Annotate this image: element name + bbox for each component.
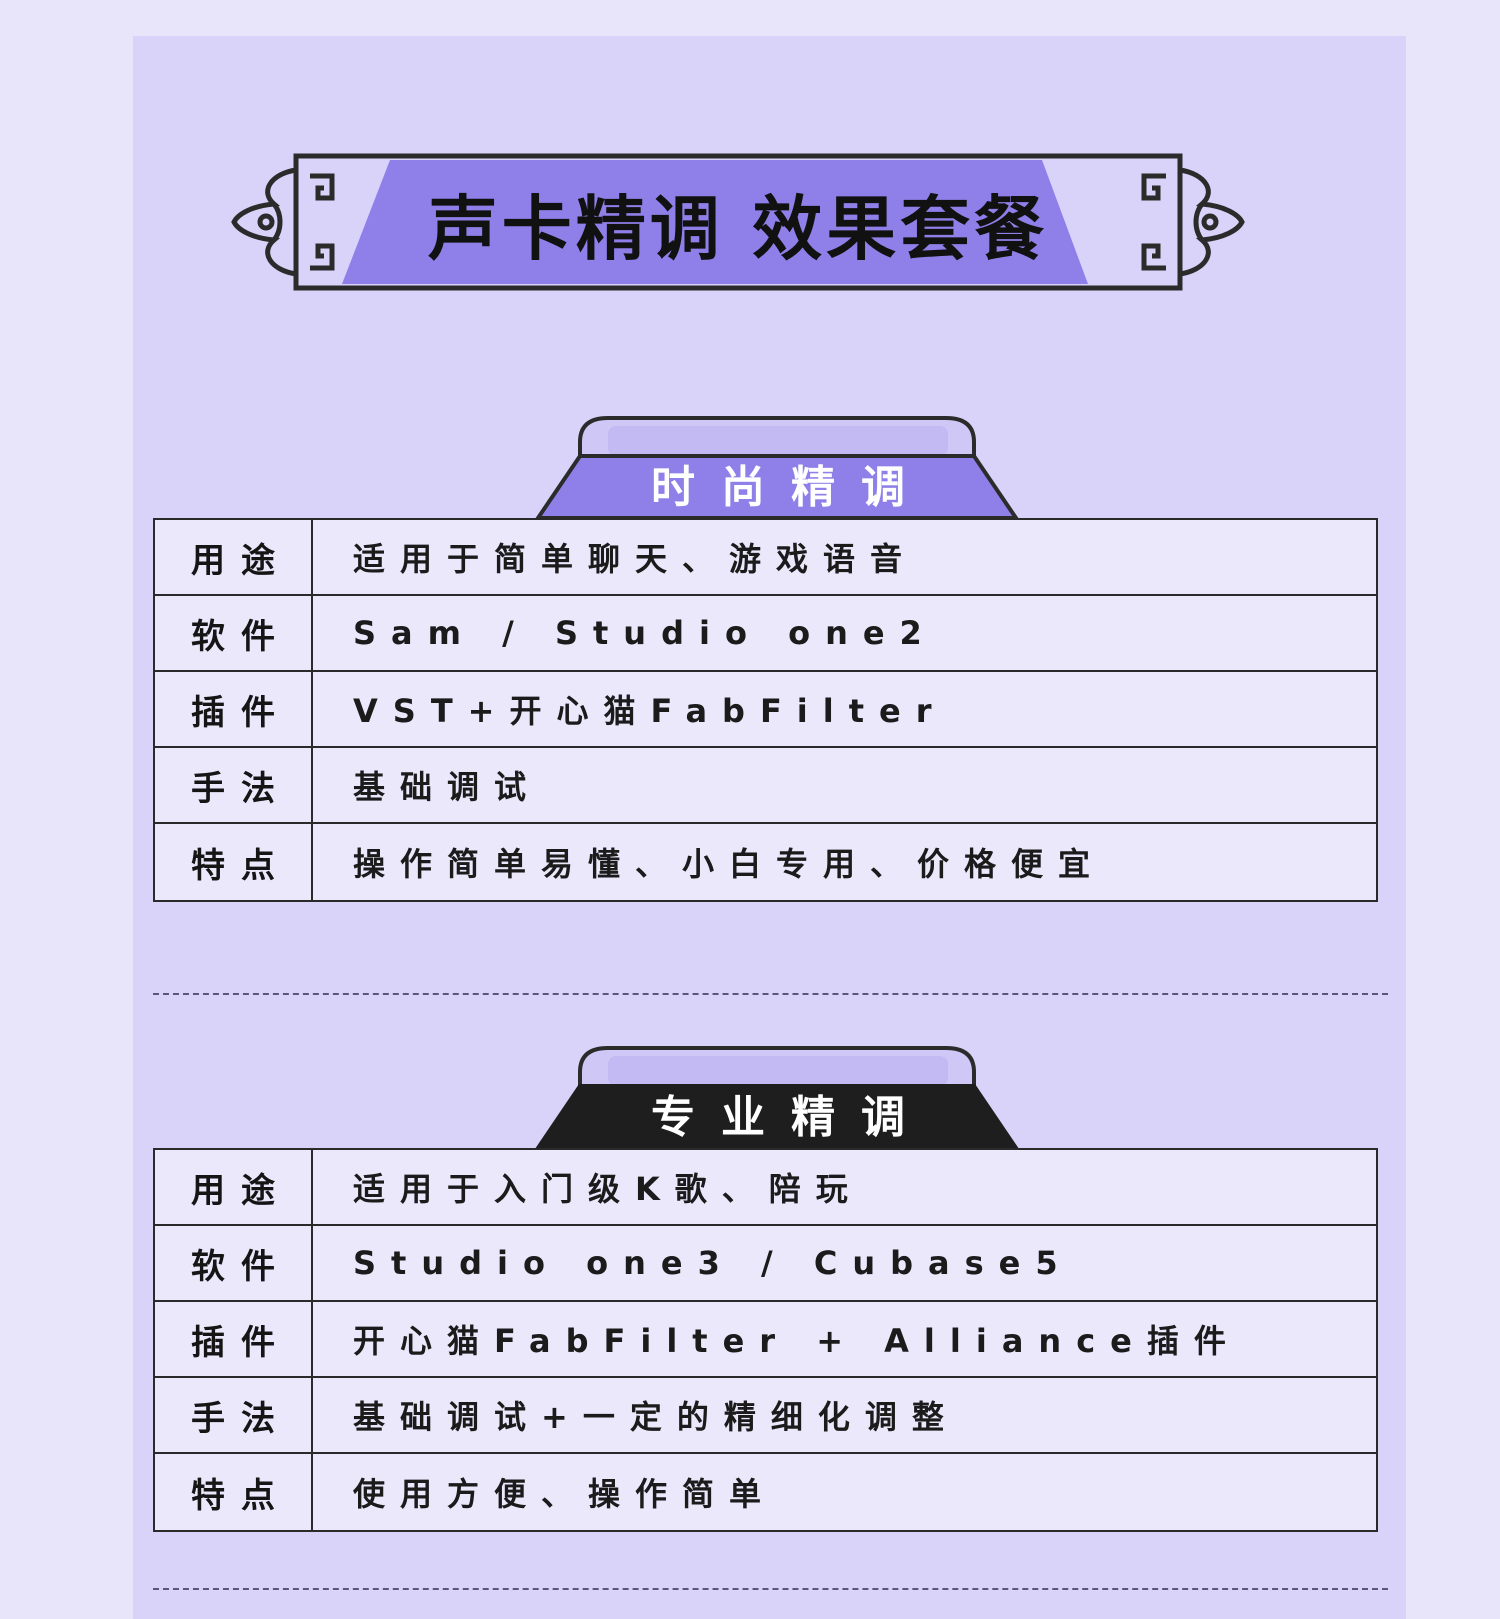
section-tab-label: 时尚精调 [651, 462, 931, 513]
banner-frame [231, 153, 1245, 291]
row-value: 基础调试+一定的精细化调整 [353, 1398, 959, 1436]
row-key: 用途 [155, 1150, 313, 1224]
table-row: 用途 适用于简单聊天、游戏语音 [155, 520, 1376, 596]
row-value: 基础调试 [353, 768, 542, 806]
table-row: 用途 适用于入门级K歌、陪玩 [155, 1150, 1376, 1226]
title-banner: 声卡精调 效果套餐 [230, 152, 1246, 292]
table-row: 插件 VST+开心猫FabFilter [155, 672, 1376, 748]
tab-shape [535, 416, 1019, 518]
spec-table-pro: 用途 适用于入门级K歌、陪玩 软件 Studio one3 / Cubase5 … [153, 1148, 1378, 1532]
table-row: 软件 Studio one3 / Cubase5 [155, 1226, 1376, 1302]
table-row: 手法 基础调试 [155, 748, 1376, 824]
row-key: 插件 [155, 672, 313, 746]
dashed-divider [153, 993, 1388, 995]
row-value: 开心猫FabFilter + Alliance插件 [353, 1322, 1241, 1360]
row-value: VST+开心猫FabFilter [353, 692, 947, 730]
row-key: 手法 [155, 1378, 313, 1452]
right-ornament-icon [1141, 167, 1245, 277]
row-key: 特点 [155, 1454, 313, 1530]
table-row: 手法 基础调试+一定的精细化调整 [155, 1378, 1376, 1454]
row-value: 操作简单易懂、小白专用、价格便宜 [353, 845, 1106, 883]
row-value: 适用于简单聊天、游戏语音 [353, 540, 918, 578]
table-row: 特点 使用方便、操作简单 [155, 1454, 1376, 1530]
row-key: 软件 [155, 1226, 313, 1300]
page-title: 声卡精调 效果套餐 [427, 187, 1049, 270]
row-key: 插件 [155, 1302, 313, 1376]
row-key: 手法 [155, 748, 313, 822]
row-value: 适用于入门级K歌、陪玩 [353, 1170, 863, 1208]
row-key: 软件 [155, 596, 313, 670]
row-key: 特点 [155, 824, 313, 900]
row-value: Studio one3 / Cubase5 [353, 1244, 1073, 1282]
spec-table-fashion: 用途 适用于简单聊天、游戏语音 软件 Sam / Studio one2 插件 … [153, 518, 1378, 902]
table-row: 软件 Sam / Studio one2 [155, 596, 1376, 672]
dashed-divider [153, 1588, 1388, 1590]
row-value: 使用方便、操作简单 [353, 1475, 777, 1513]
section-tab-fashion: 时尚精调 [528, 416, 1028, 518]
section-tab-pro: 专业精调 [528, 1046, 1028, 1148]
left-ornament-icon [231, 167, 335, 277]
row-value: Sam / Studio one2 [353, 614, 937, 652]
table-row: 特点 操作简单易懂、小白专用、价格便宜 [155, 824, 1376, 900]
table-row: 插件 开心猫FabFilter + Alliance插件 [155, 1302, 1376, 1378]
section-tab-label: 专业精调 [651, 1092, 931, 1143]
row-key: 用途 [155, 520, 313, 594]
tab-shape [535, 1046, 1019, 1148]
